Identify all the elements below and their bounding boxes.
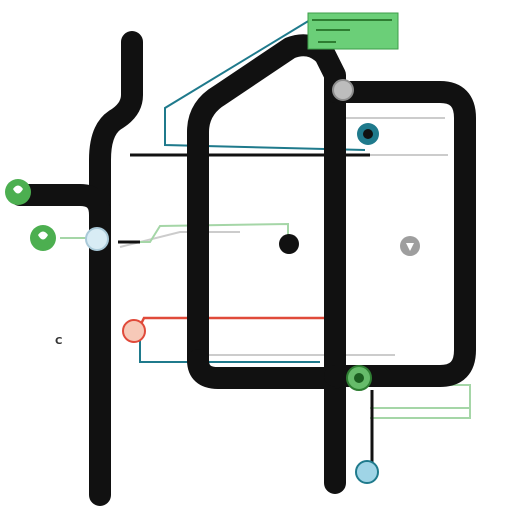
track-loop-bottom: [187, 349, 346, 389]
stations[interactable]: [5, 79, 420, 484]
grey-line-center: [119, 231, 240, 248]
top-banner-text-lines: [312, 19, 392, 43]
track-left-vertical: [89, 31, 143, 506]
station-red[interactable]: [122, 319, 146, 343]
green-line-right-lower: [370, 384, 471, 419]
red-line: [136, 316, 330, 331]
teal-line-lower-left: [139, 330, 320, 363]
station-bottom[interactable]: [355, 460, 379, 484]
track-right-loop: [324, 81, 476, 387]
teal-line-top: [164, 19, 366, 151]
station-top-right[interactable]: [332, 79, 354, 101]
label-left-lower: C: [55, 336, 62, 347]
track-left-stub: [9, 184, 111, 226]
left-middle-icon: [38, 231, 48, 240]
main-tracks: [9, 31, 476, 506]
track-loop: [187, 34, 346, 494]
station-junction-left[interactable]: [85, 227, 109, 251]
station-center[interactable]: [279, 234, 299, 254]
station-lower-green-inner: [354, 373, 364, 383]
left-upper-icon: [13, 185, 23, 194]
black-thin-line: [118, 153, 374, 470]
station-right-upper-inner: [363, 129, 373, 139]
grey-marker-icon: [406, 243, 414, 251]
